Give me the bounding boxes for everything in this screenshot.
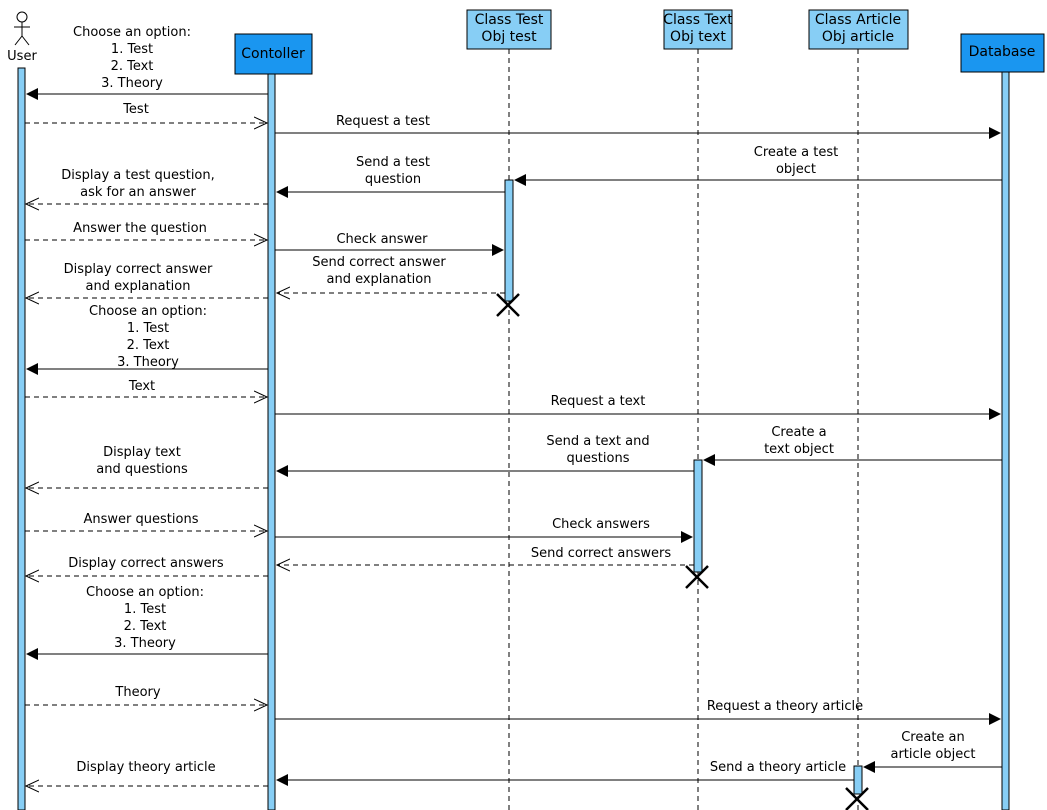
participant-article-obj-box: [808, 9, 909, 50]
participant-controller-label: Contoller: [241, 46, 305, 62]
text-obj-destroy-icon: [685, 565, 709, 589]
message-label: Request a theory article: [707, 699, 863, 714]
message-label: Send correct answers: [531, 546, 671, 561]
participant-database-label: Database: [969, 44, 1036, 60]
test-obj-destroy-icon: [496, 293, 520, 317]
test-obj-activation-bar: [504, 179, 514, 302]
message-label: Check answers: [552, 517, 650, 532]
message-label: Display a test question,ask for an answe…: [61, 168, 215, 200]
participant-test-obj-box: [466, 9, 552, 50]
article-obj-destroy-icon: [845, 787, 869, 810]
message-label: Text: [128, 379, 155, 394]
message-label: Request a text: [551, 394, 646, 409]
participant-controller-box: [234, 33, 313, 75]
message-label: Theory: [114, 685, 160, 700]
participant-user-label: User: [7, 49, 37, 64]
controller-activation-bar: [267, 73, 276, 810]
user-activation-bar: [17, 67, 26, 810]
message-label: Send a theory article: [710, 760, 846, 775]
message-label: Check answer: [336, 232, 428, 247]
participant-text-obj-box: [663, 9, 733, 50]
message-label: Answer the question: [73, 221, 207, 236]
user-actor-icon: [14, 11, 30, 46]
message-label: Display theory article: [76, 760, 215, 775]
participant-database-box: [960, 33, 1045, 73]
message-label: Display correct answers: [68, 556, 224, 571]
database-activation-bar: [1001, 71, 1010, 810]
article-obj-activation-bar: [853, 765, 863, 795]
message-label: Test: [122, 102, 149, 117]
message-label: Request a test: [336, 114, 430, 129]
text-obj-activation-bar: [693, 459, 703, 573]
message-label: Answer questions: [84, 512, 199, 527]
